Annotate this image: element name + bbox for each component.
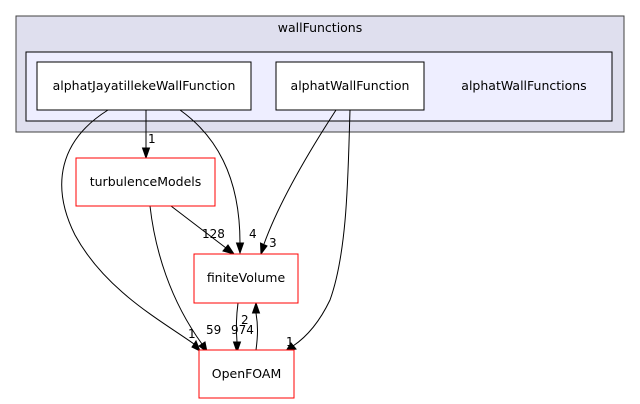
node-finite-volume[interactable]: finiteVolume [193,253,299,304]
edge-alphat-wall-to-openfoam: 1 [284,109,351,352]
edge-alphat-wall-to-finite-volume: 3 [259,109,337,256]
edge-label: 1 [188,327,196,341]
edge-label: 1 [148,132,156,146]
edge-finite-volume-to-openfoam: 974 [231,302,254,354]
node-openfoam[interactable]: OpenFOAM [198,349,295,399]
node-label: finiteVolume [207,270,286,285]
edge-label: 2 [241,313,249,327]
node-box [198,349,295,399]
node-alphat-jayatilleke-wall-function[interactable]: alphatJayatillekeWallFunction [36,61,252,111]
node-box [36,61,252,111]
edge-turbulence-to-finite-volume: 128 [170,205,236,255]
edge-label: 128 [202,227,225,241]
cluster-wall-functions-label: wallFunctions [278,20,363,35]
node-label: alphatWallFunction [291,78,410,93]
edge-jayatilleke-to-finite-volume: 4 [179,109,257,255]
node-box [193,253,299,304]
edge-label: 974 [231,323,254,337]
cluster-alphat-wall-functions-label: alphatWallFunctions [461,78,586,93]
edge-label: 1 [286,335,294,349]
edge-label: 3 [269,236,277,250]
node-box [75,157,216,207]
edge-label: 4 [249,227,257,241]
node-turbulence-models[interactable]: turbulenceModels [75,157,216,207]
node-label: turbulenceModels [90,174,202,189]
edge-jayatilleke-to-openfoam: 1 [61,109,201,353]
node-label: OpenFOAM [212,366,282,381]
node-box [275,61,425,111]
edge-label: 59 [206,323,221,337]
edge-jayatilleke-to-turbulence: 1 [141,110,156,160]
node-label: alphatJayatillekeWallFunction [53,78,236,93]
edge-openfoam-to-finite-volume: 2 [241,301,261,351]
node-alphat-wall-function[interactable]: alphatWallFunction [275,61,425,111]
